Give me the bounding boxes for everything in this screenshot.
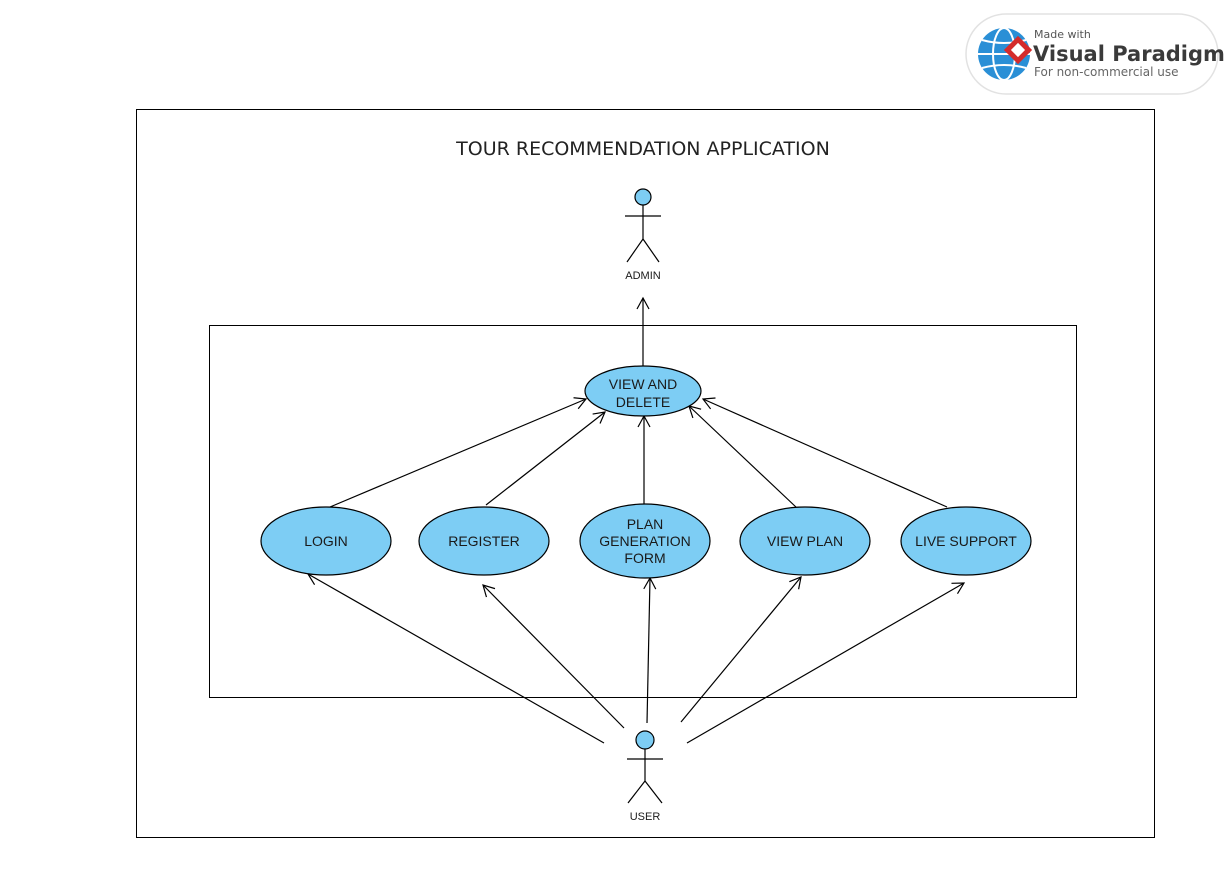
admin-head-icon bbox=[634, 188, 652, 206]
watermark-badge: Made with Visual Paradigm For non-commer… bbox=[965, 13, 1225, 95]
usecase-view-plan-label: VIEW PLAN bbox=[767, 533, 843, 549]
usecase-plan-form-line1: PLAN bbox=[627, 516, 664, 532]
usecase-register[interactable]: REGISTER bbox=[418, 506, 550, 576]
user-label: USER bbox=[630, 811, 661, 823]
usecase-plan-form-line2: GENERATION bbox=[599, 533, 691, 549]
usecase-live-support[interactable]: LIVE SUPPORT bbox=[900, 506, 1032, 576]
watermark-line2: Visual Paradigm bbox=[1033, 42, 1225, 66]
arrow-livesupport-to-viewdelete bbox=[701, 397, 948, 508]
usecase-login[interactable]: LOGIN bbox=[260, 506, 392, 576]
usecase-view-and-delete-line1: VIEW AND bbox=[609, 376, 677, 392]
usecase-view-plan[interactable]: VIEW PLAN bbox=[739, 506, 871, 576]
usecase-plan-generation-form[interactable]: PLAN GENERATION FORM bbox=[579, 503, 711, 579]
outer-frame bbox=[136, 109, 1155, 838]
globe-logo-icon bbox=[978, 27, 1033, 81]
user-actor[interactable]: USER bbox=[627, 730, 663, 823]
usecase-view-and-delete-line2: DELETE bbox=[616, 394, 670, 410]
arrow-user-to-planform bbox=[643, 576, 657, 724]
usecase-plan-form-line3: FORM bbox=[624, 550, 665, 566]
arrow-viewplan-to-viewdelete bbox=[688, 405, 798, 509]
usecase-register-label: REGISTER bbox=[448, 533, 520, 549]
arrow-user-to-viewplan bbox=[680, 576, 802, 723]
watermark-line1: Made with bbox=[1034, 28, 1091, 41]
arrow-user-to-login bbox=[306, 573, 605, 744]
admin-actor[interactable]: ADMIN bbox=[625, 188, 661, 282]
admin-label: ADMIN bbox=[625, 270, 661, 282]
connectors bbox=[306, 296, 966, 744]
watermark-line3: For non-commercial use bbox=[1034, 65, 1179, 79]
arrow-register-to-viewdelete bbox=[485, 411, 606, 506]
usecase-login-label: LOGIN bbox=[304, 533, 348, 549]
arrow-user-to-livesupport bbox=[686, 582, 966, 744]
usecase-live-support-label: LIVE SUPPORT bbox=[915, 533, 1017, 549]
usecase-view-and-delete[interactable]: VIEW AND DELETE bbox=[584, 365, 702, 417]
user-head-icon bbox=[635, 730, 655, 750]
arrow-user-to-register bbox=[482, 584, 625, 729]
diagram-title: TOUR RECOMMENDATION APPLICATION bbox=[455, 138, 830, 160]
arrow-login-to-viewdelete bbox=[329, 397, 588, 508]
